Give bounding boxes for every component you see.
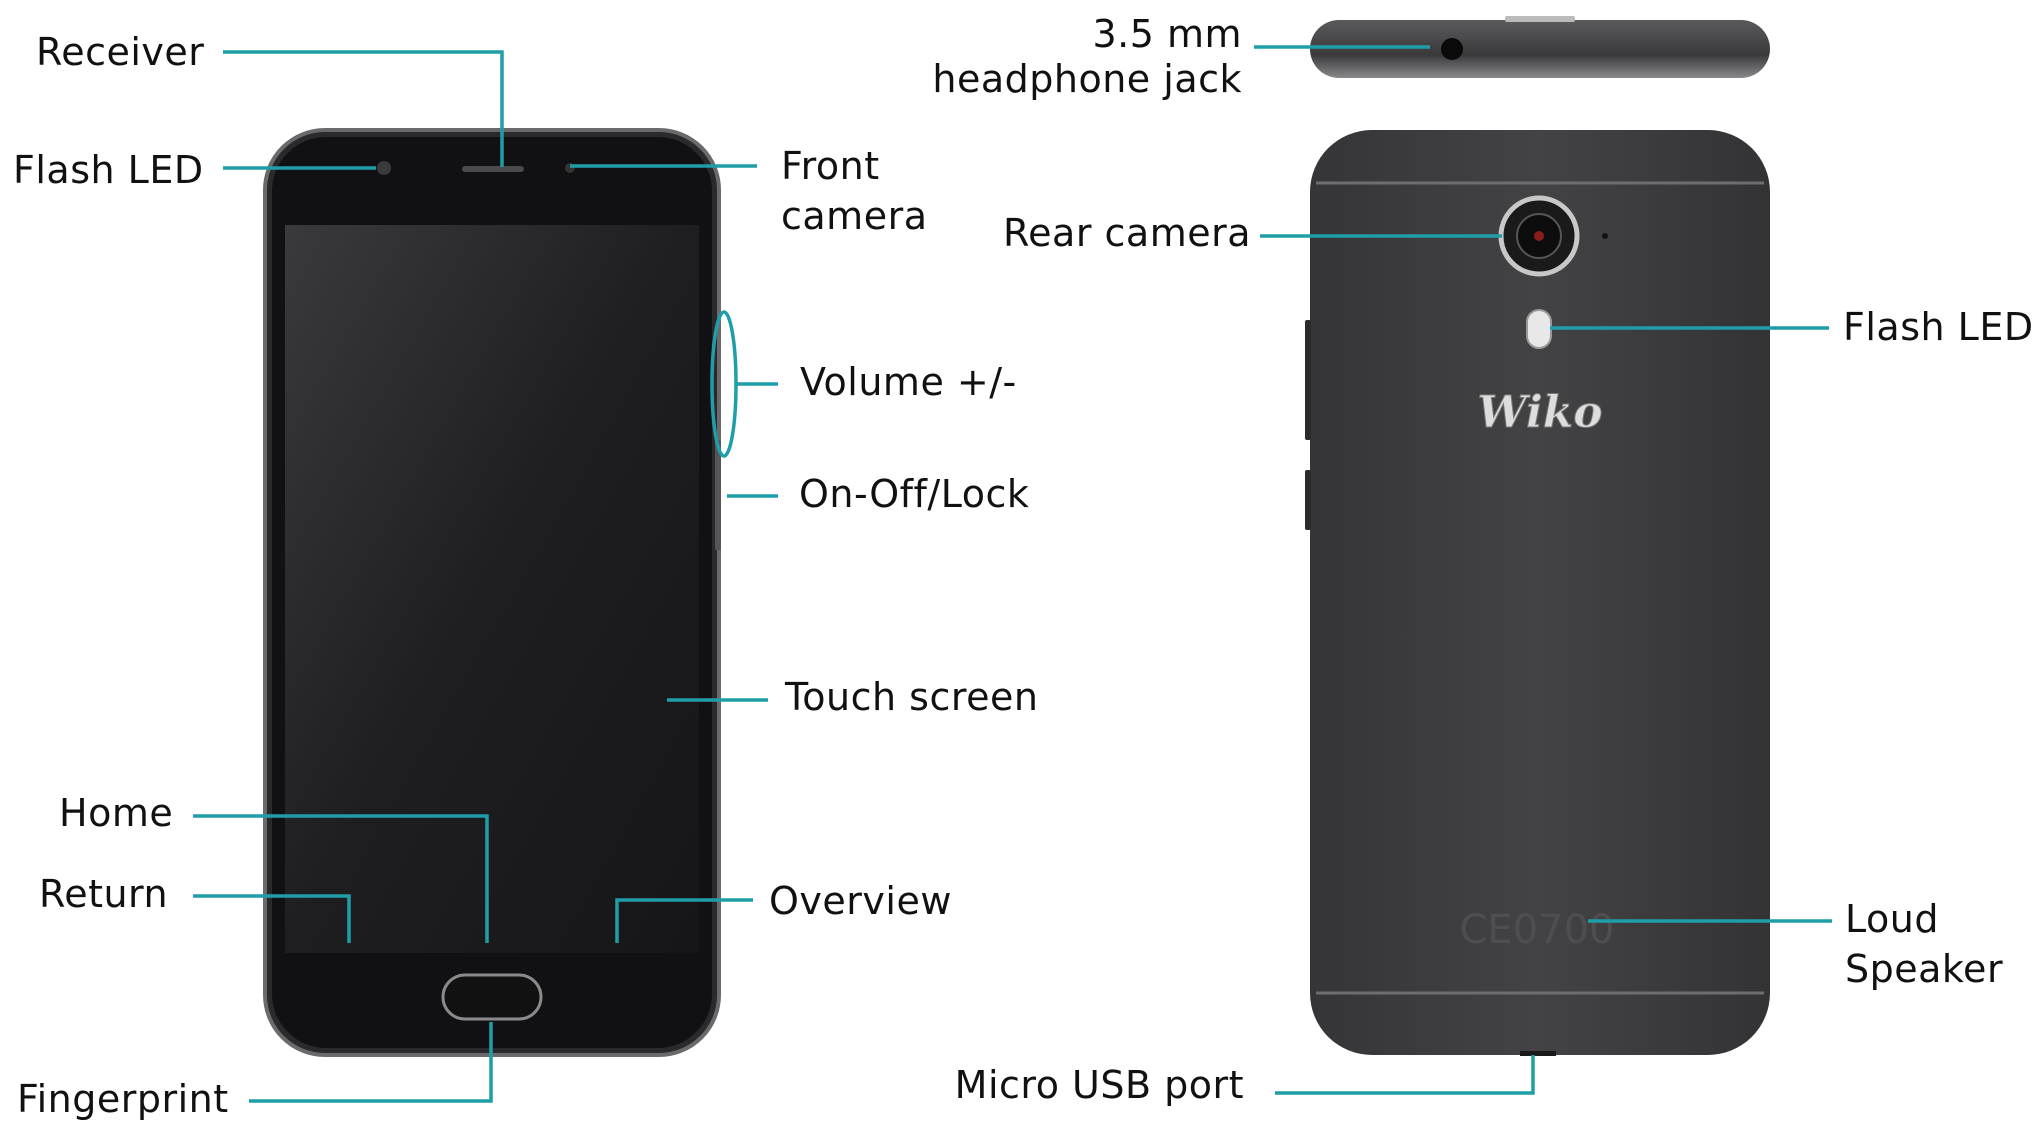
micro-usb-port[interactable] (1520, 1051, 1556, 1056)
phone-top-edge (1310, 16, 1770, 78)
receiver-grille (462, 166, 524, 172)
headphone-jack-icon (1441, 38, 1463, 60)
touch-screen[interactable] (285, 225, 699, 953)
brand-logo: Wiko (1477, 387, 1602, 438)
rear-flash-led (1526, 309, 1552, 349)
power-button[interactable] (715, 485, 721, 530)
callout-lines (193, 45, 1832, 1103)
label-return: Return (39, 872, 169, 916)
label-touch-screen: Touch screen (785, 675, 1039, 719)
label-fingerprint: Fingerprint (17, 1077, 229, 1121)
label-front-camera-line2: camera (781, 194, 928, 238)
label-overview: Overview (769, 879, 952, 923)
label-home: Home (59, 791, 174, 835)
back-phone: Wiko CE0700 (1305, 130, 1770, 1056)
label-power: On-Off/Lock (799, 472, 1030, 516)
label-rear-camera: Rear camera (1002, 211, 1251, 255)
label-loud-speaker-line1: Loud (1845, 897, 1939, 941)
front-flash-led (377, 161, 391, 175)
ce-marking: CE0700 (1460, 907, 1615, 953)
label-rear-flash-led: Flash LED (1843, 305, 2034, 349)
fingerprint-sensor[interactable] (441, 973, 543, 1021)
label-headphone-jack-line2: headphone jack (932, 57, 1242, 101)
label-volume: Volume +/- (800, 360, 1017, 404)
label-loud-speaker-line2: Speaker (1845, 947, 2004, 991)
rear-camera-lens (1498, 195, 1580, 277)
front-phone (263, 128, 721, 1057)
label-micro-usb-port: Micro USB port (954, 1063, 1244, 1107)
label-front-flash-led: Flash LED (13, 148, 204, 192)
label-front-camera-line1: Front (781, 144, 880, 188)
label-receiver: Receiver (36, 30, 205, 74)
label-headphone-jack-line1: 3.5 mm (1092, 12, 1242, 56)
